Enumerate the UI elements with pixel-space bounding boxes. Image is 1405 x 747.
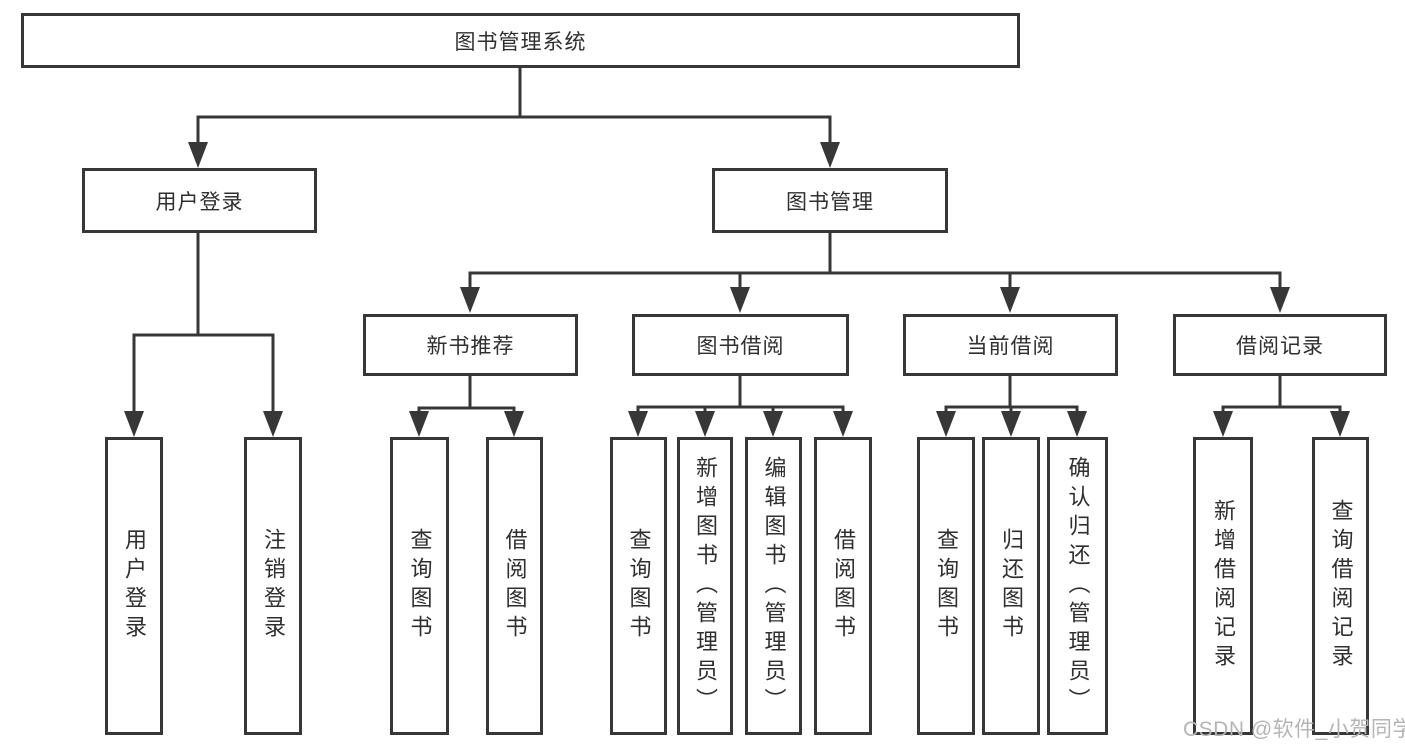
leaf-edit-books-admin: 编辑图书（管理员）: [745, 437, 802, 735]
node-label: 编辑图书（管理员）: [761, 455, 787, 717]
leaf-confirm-return-admin: 确认归还（管理员）: [1047, 437, 1108, 735]
node-user-login: 用户登录: [82, 168, 317, 233]
node-label: 新增图书（管理员）: [693, 455, 718, 717]
leaf-return-books: 归还图书: [982, 437, 1040, 735]
leaf-query-borrow-record: 查询借阅记录: [1312, 437, 1369, 735]
node-label: 注销登录: [261, 528, 286, 644]
node-label: 归还图书: [999, 528, 1024, 644]
node-label: 查询图书: [407, 528, 433, 644]
arrowheads: [124, 142, 1350, 437]
node-label: 当前借阅: [966, 335, 1055, 358]
leaf-add-borrow-record: 新增借阅记录: [1193, 437, 1253, 735]
node-label: 查询图书: [626, 528, 652, 644]
leaf-borrow-books-recommend: 借阅图书: [486, 437, 543, 735]
node-label: 确认归还（管理员）: [1065, 455, 1091, 717]
leaf-query-books-borrowing: 查询图书: [610, 437, 667, 735]
node-label: 新书推荐: [426, 335, 515, 358]
node-label: 图书借阅: [696, 335, 785, 358]
node-book-borrowing: 图书借阅: [632, 314, 849, 376]
node-book-management: 图书管理: [712, 168, 948, 233]
leaf-query-books-recommend: 查询图书: [390, 437, 449, 735]
node-borrowing-records: 借阅记录: [1173, 314, 1387, 376]
node-label: 图书管理: [786, 190, 874, 214]
node-label: 借阅记录: [1236, 335, 1324, 358]
watermark: CSDN @软件_小贺同学: [1183, 718, 1405, 741]
node-root: 图书管理系统: [21, 13, 1020, 68]
node-label: 用户登录: [155, 190, 244, 214]
node-label: 用户登录: [122, 528, 147, 644]
node-current-borrowing: 当前借阅: [903, 314, 1118, 376]
node-label: 图书管理系统: [454, 30, 587, 54]
leaf-logout: 注销登录: [244, 437, 302, 735]
node-label: 查询借阅记录: [1328, 499, 1354, 673]
leaf-query-books-current: 查询图书: [917, 437, 975, 735]
leaf-borrow-books-borrowing: 借阅图书: [814, 437, 872, 735]
leaf-user-login: 用户登录: [105, 437, 163, 735]
node-label: 借阅图书: [831, 528, 856, 644]
node-label: 查询图书: [934, 528, 959, 644]
node-new-book-recommend: 新书推荐: [363, 314, 578, 376]
leaf-add-books-admin: 新增图书（管理员）: [677, 437, 733, 735]
node-label: 借阅图书: [502, 528, 528, 644]
node-label: 新增借阅记录: [1211, 499, 1236, 673]
